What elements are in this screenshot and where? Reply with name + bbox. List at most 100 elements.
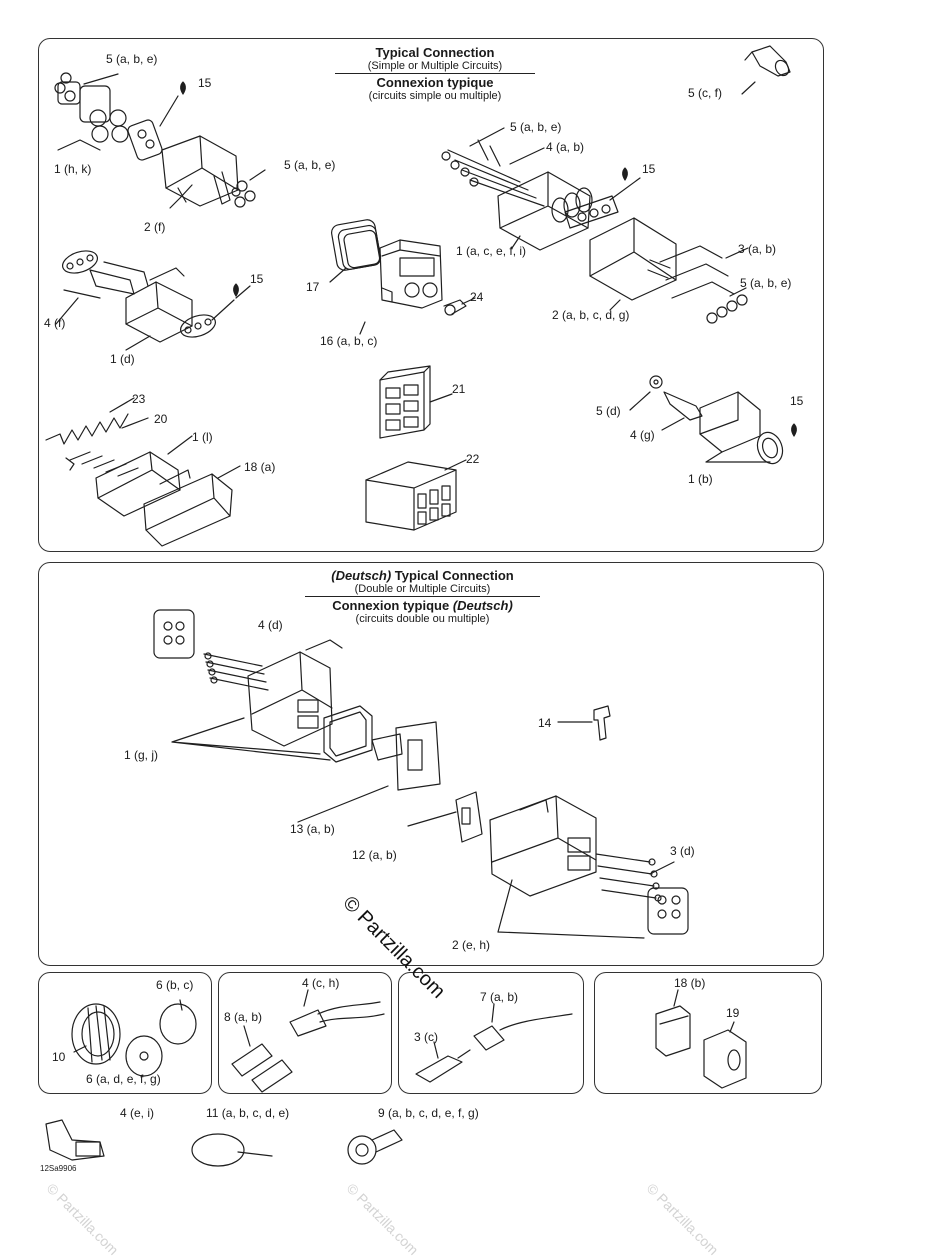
leader-line — [73, 999, 183, 1053]
callout-label: 4 (a, b) — [546, 140, 585, 154]
pin-14 — [557, 705, 611, 741]
callout-label: 5 (a, b, e) — [740, 276, 792, 290]
sensor-7ab — [473, 1013, 573, 1051]
plug-24 — [443, 299, 467, 316]
callout-label: 16 (a, b, c) — [320, 334, 378, 348]
leader-line — [83, 73, 119, 85]
callout-label: 4 (d) — [258, 618, 283, 632]
wires-4d — [203, 652, 269, 691]
heading-subtitle-fr: (circuits double ou multiple) — [355, 613, 490, 625]
callout-label: 15 — [198, 76, 212, 90]
callout-label: 2 (a, b, c, d, g) — [552, 308, 630, 322]
terminal-4ch — [289, 1001, 385, 1037]
callout-label: 3 (a, b) — [738, 242, 777, 256]
parts-illustration — [45, 45, 797, 1167]
callout-label: 1 (l) — [192, 430, 213, 444]
heading-title-en: (Deutsch) Typical Connection — [305, 568, 540, 583]
cover-18a — [143, 469, 233, 547]
leader-line — [407, 811, 675, 939]
callout-label: 1 (g, j) — [124, 748, 159, 762]
heading-subtitle-fr: (circuits simple ou multiple) — [368, 90, 502, 102]
leader-line — [159, 95, 179, 127]
housing-parts-panel — [594, 972, 822, 1094]
callout-label: 6 (b, c) — [156, 978, 194, 992]
connector-housing-2f — [161, 135, 239, 207]
connector-housing-16abc — [379, 239, 443, 309]
heading-brand: (Deutsch) — [331, 568, 392, 583]
housing-18b — [655, 1005, 691, 1057]
callout-label: 13 (a, b) — [290, 822, 335, 836]
callout-label: 5 (a, b, e) — [510, 120, 562, 134]
callout-label: 17 — [306, 280, 320, 294]
seal-deutsch — [647, 887, 689, 935]
callout-label: 18 (a) — [244, 460, 276, 474]
washers-5abe — [706, 294, 748, 324]
ring-terminal-9 — [347, 1129, 403, 1165]
leader-line — [243, 989, 309, 1047]
callout-label: 15 — [790, 394, 804, 408]
parts-1b-group — [649, 375, 784, 465]
callout-label: 11 (a, b, c, d, e) — [206, 1106, 290, 1120]
terminal-parts-panel — [218, 972, 392, 1094]
terminal-4ei — [45, 1119, 105, 1161]
terminals-3ab — [659, 245, 735, 299]
typical-connection-heading: Typical Connection (Simple or Multiple C… — [335, 45, 535, 102]
heading-title-fr: Connexion typique (Deutsch) — [305, 598, 540, 613]
callout-label: 5 (d) — [596, 404, 621, 418]
wedge-lock-13ab — [371, 721, 441, 791]
connector-housing-1l — [95, 451, 181, 517]
terminal-3c — [415, 1049, 471, 1083]
callout-label: 6 (a, d, e, f, g) — [86, 1072, 161, 1086]
leader-line — [169, 184, 193, 209]
housing-19 — [703, 1029, 747, 1089]
callout-label: 23 — [132, 392, 146, 406]
heading-title-fr: Connexion typique — [376, 75, 494, 90]
connector-block-22 — [365, 461, 457, 531]
grease-drop-icon — [180, 81, 186, 95]
callout-label: 1 (h, k) — [54, 162, 92, 176]
wedge-lock-12ab — [455, 791, 483, 843]
deutsch-housing-2eh — [489, 795, 597, 897]
callout-label: 7 (a, b) — [480, 990, 519, 1004]
seal-ovals — [62, 250, 216, 338]
callout-label: 2 (f) — [144, 220, 166, 234]
callout-label: 1 (a, c, e, f, i) — [456, 244, 527, 258]
callout-label: 22 — [466, 452, 480, 466]
callout-label: 18 (b) — [674, 976, 706, 990]
heading-subtitle-en: (Simple or Multiple Circuits) — [367, 60, 503, 72]
callout-label: 21 — [452, 382, 466, 396]
leader-line — [433, 1003, 495, 1059]
callout-label: 5 (a, b, e) — [284, 158, 336, 172]
deutsch-connection-heading: (Deutsch) Typical Connection (Double or … — [305, 568, 540, 625]
callout-label: 5 (c, f) — [688, 86, 723, 100]
heading-divider — [335, 73, 535, 74]
leader-line — [629, 391, 771, 463]
cable-tie-11 — [191, 1133, 273, 1167]
heading-title-text: Typical Connection — [391, 568, 514, 583]
callout-label: 4 (f) — [44, 316, 66, 330]
deutsch-housing-1gj — [247, 639, 343, 747]
diagram-code: 12Sa9906 — [40, 1164, 77, 1173]
callout-label: 2 (e, h) — [452, 938, 491, 952]
leader-line — [171, 717, 389, 823]
callout-label: 15 — [250, 272, 264, 286]
callout-label: 19 — [726, 1006, 740, 1020]
heading-subtitle-en: (Double or Multiple Circuits) — [354, 583, 491, 595]
leader-line — [329, 267, 476, 335]
grease-drop-icon — [791, 423, 797, 437]
seal-frame — [323, 705, 373, 763]
seal-17 — [331, 219, 382, 271]
connector-block-21 — [379, 365, 431, 439]
heading-title-text: Connexion typique — [332, 598, 453, 613]
grease-drop-icon — [622, 167, 628, 181]
callout-label: 4 (c, h) — [302, 976, 340, 990]
callout-label: 24 — [470, 290, 484, 304]
callout-label: 15 — [642, 162, 656, 176]
terminal-strip-20 — [65, 451, 139, 477]
sealing-parts-panel — [38, 972, 212, 1094]
connector-housing-2abcdg — [589, 217, 677, 301]
callout-label: 9 (a, b, c, d, e, f, g) — [378, 1106, 479, 1120]
connector-housing-1d — [125, 267, 193, 343]
heading-divider — [305, 596, 540, 597]
callout-label: 20 — [154, 412, 168, 426]
